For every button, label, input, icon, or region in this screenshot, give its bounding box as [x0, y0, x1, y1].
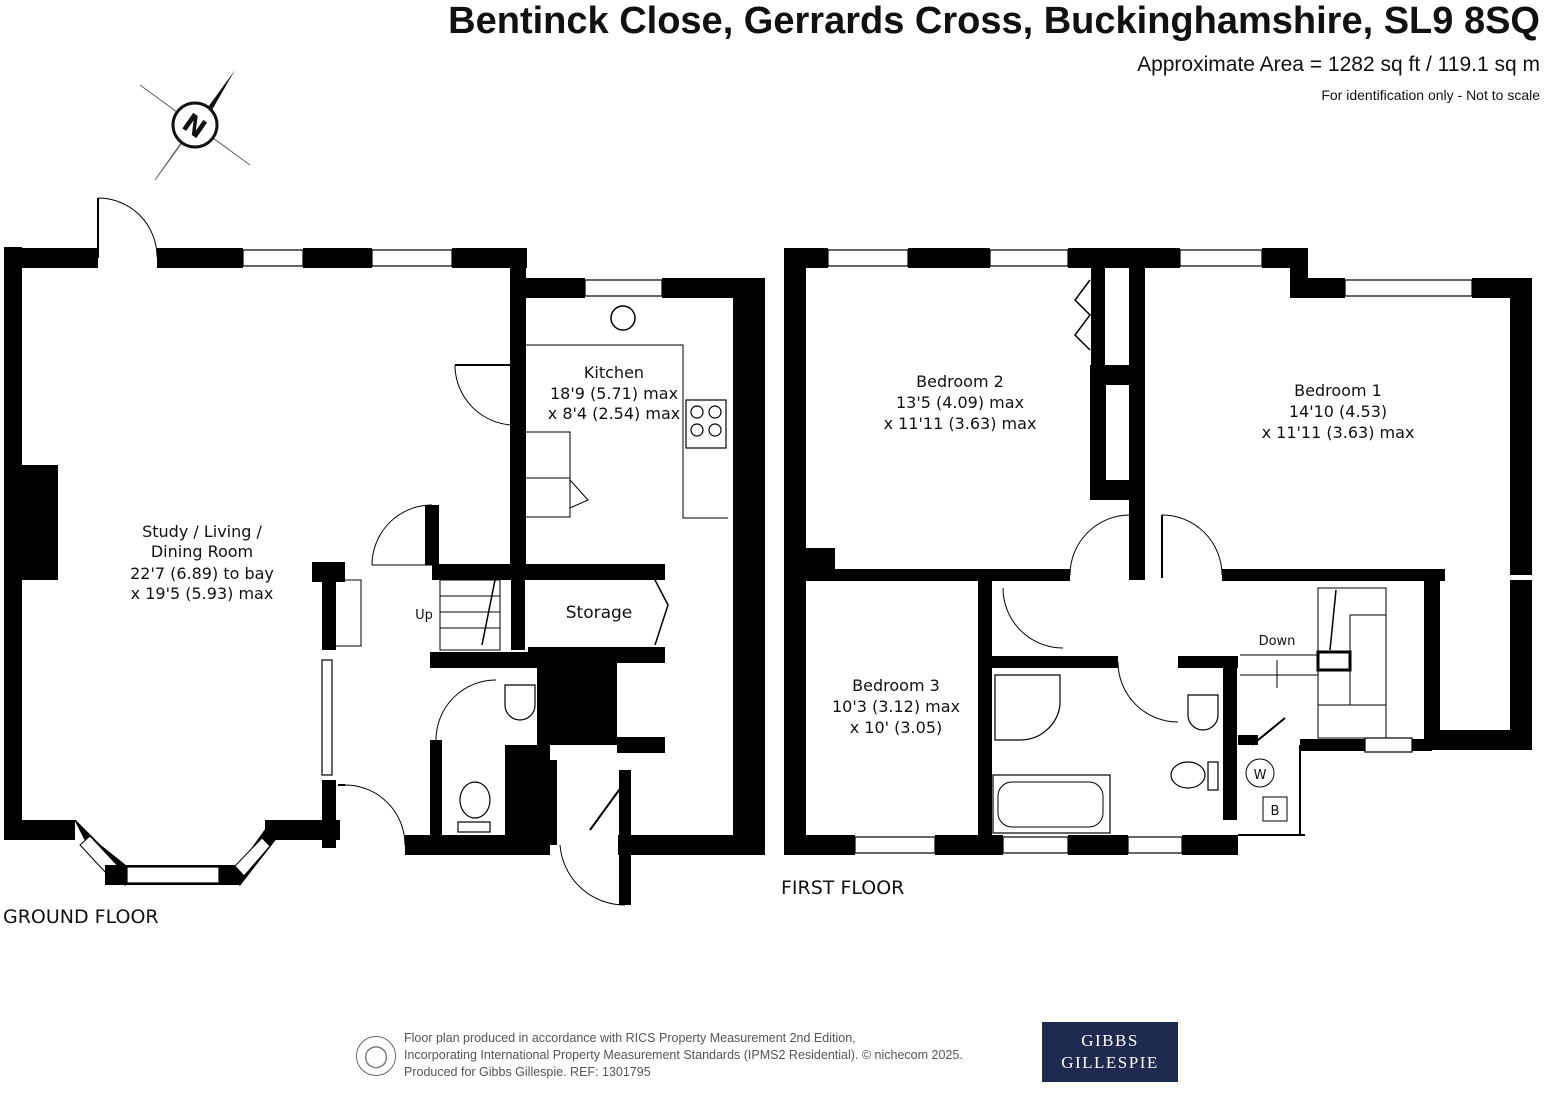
footer: ◯ Floor plan produced in accordance with… — [356, 1030, 963, 1081]
bedroom1-dim-1: 14'10 (4.53) — [1289, 402, 1387, 421]
bedroom2-dim-1: 13'5 (4.09) max — [896, 393, 1024, 412]
person-icon: ◯ — [356, 1035, 396, 1076]
footer-line-3: Produced for Gibbs Gillespie. REF: 13017… — [404, 1065, 651, 1079]
storage-label: Storage — [566, 603, 633, 623]
first-floor-label: FIRST FLOOR — [781, 877, 904, 899]
approximate-area: Approximate Area = 1282 sq ft / 119.1 sq… — [1137, 53, 1540, 76]
logo-line-2: GILLESPIE — [1061, 1053, 1159, 1072]
living-room-dim-2: x 19'5 (5.93) max — [131, 584, 274, 603]
kitchen-dim-1: 18'9 (5.71) max — [550, 384, 678, 403]
bedroom1-name: Bedroom 1 — [1294, 381, 1382, 400]
stairs-down-label: Down — [1259, 634, 1296, 649]
cupboard-b-label: B — [1271, 804, 1280, 819]
bedroom3-dim-1: 10'3 (3.12) max — [832, 697, 960, 716]
ground-floor-label: GROUND FLOOR — [3, 906, 159, 928]
first-floor-walls — [784, 248, 1532, 855]
agent-logo: GIBBS GILLESPIE — [1042, 1022, 1178, 1082]
bedroom2-name: Bedroom 2 — [916, 372, 1004, 391]
bedroom3-name: Bedroom 3 — [852, 676, 940, 695]
living-room-dim-1: 22'7 (6.89) to bay — [130, 564, 274, 583]
cupboard-w-label: W — [1254, 768, 1267, 783]
living-room-name-1: Study / Living / — [142, 522, 262, 541]
kitchen-dim-2: x 8'4 (2.54) max — [548, 404, 680, 423]
scale-disclaimer: For identification only - Not to scale — [1321, 87, 1540, 103]
bedroom1-dim-2: x 11'11 (3.63) max — [1262, 423, 1415, 442]
footer-text: Floor plan produced in accordance with R… — [404, 1030, 963, 1081]
property-address-title: Bentinck Close, Gerrards Cross, Buckingh… — [448, 0, 1540, 42]
stairs-up-label: Up — [415, 608, 433, 623]
footer-line-2: Incorporating International Property Mea… — [404, 1048, 963, 1062]
kitchen-name: Kitchen — [584, 363, 644, 382]
compass-icon: N — [139, 70, 251, 181]
footer-line-1: Floor plan produced in accordance with R… — [404, 1031, 856, 1045]
bedroom3-dim-2: x 10' (3.05) — [850, 718, 943, 737]
room-labels: Study / Living / Dining Room 22'7 (6.89)… — [3, 363, 1414, 928]
bedroom2-dim-2: x 11'11 (3.63) max — [884, 414, 1037, 433]
living-room-name-2: Dining Room — [151, 542, 253, 561]
ground-floor-walls — [4, 197, 765, 906]
logo-line-1: GIBBS — [1081, 1031, 1139, 1050]
